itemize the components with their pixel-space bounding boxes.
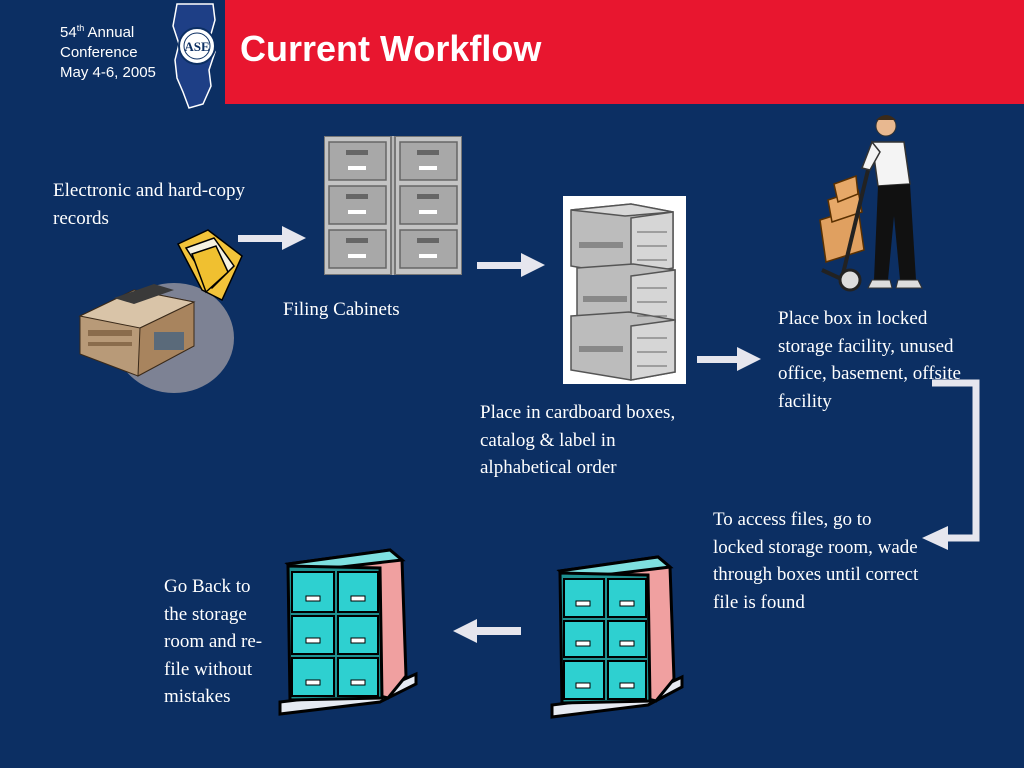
printer-icon bbox=[74, 228, 244, 398]
conference-annual: Annual bbox=[84, 24, 135, 41]
cabinet-pallet-icon bbox=[276, 546, 422, 722]
step-storage-text: Place box in locked storage facility, un… bbox=[778, 308, 961, 412]
storage-boxes-icon bbox=[563, 196, 686, 384]
step-boxes-text: Place in cardboard boxes, catalog & labe… bbox=[480, 402, 676, 478]
step-records-text: Electronic and hard-copy records bbox=[53, 180, 246, 229]
conference-info: 54th Annual Conference May 4-6, 2005 bbox=[60, 18, 156, 83]
arrow-right-icon bbox=[238, 224, 308, 252]
arrow-right-icon bbox=[697, 345, 763, 373]
folder-icon bbox=[172, 228, 244, 302]
conference-dates: May 4-6, 2005 bbox=[60, 64, 156, 81]
arrow-left-icon bbox=[451, 616, 523, 646]
conference-name: Conference bbox=[60, 44, 138, 61]
cabinet-pallet-icon bbox=[548, 553, 688, 723]
ase-logo: ASE bbox=[167, 0, 225, 110]
arrow-right-icon bbox=[477, 251, 547, 279]
conference-ordinal-suffix: th bbox=[76, 23, 85, 33]
logo-letters: ASE bbox=[184, 39, 209, 54]
conference-ordinal: 54 bbox=[60, 24, 77, 41]
filing-cabinet-icon bbox=[324, 136, 462, 275]
step-refile-text: Go Back to the storage room and re-file … bbox=[164, 576, 263, 707]
step-access-text: To access files, go to locked storage ro… bbox=[713, 509, 919, 613]
worker-hand-truck-icon bbox=[792, 112, 932, 296]
bracket-arrow-icon bbox=[920, 378, 984, 550]
slide-title: Current Workflow bbox=[240, 28, 542, 69]
title-bar bbox=[225, 0, 1024, 104]
step-filing-text: Filing Cabinets bbox=[283, 299, 400, 320]
